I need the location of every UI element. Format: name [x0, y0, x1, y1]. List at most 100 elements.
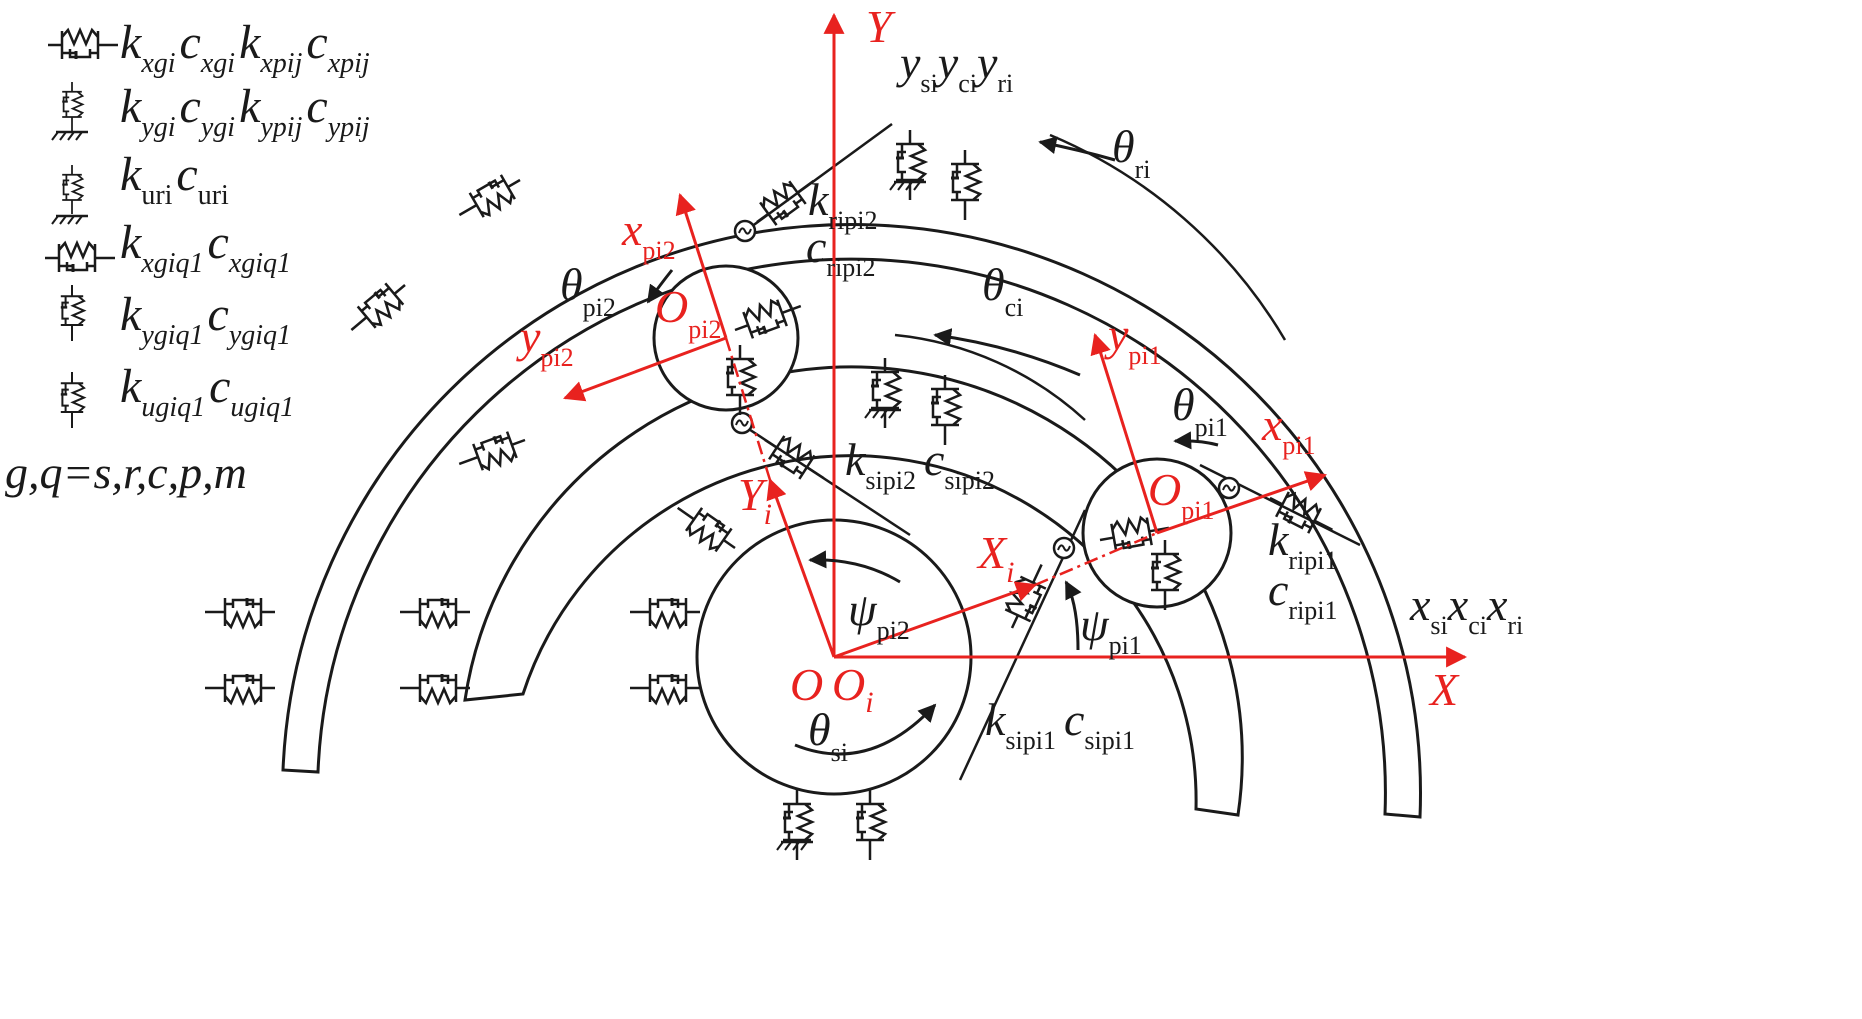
legend-row-2-part-5: k: [239, 80, 262, 133]
planet2-y-label: ypi2: [516, 311, 574, 372]
legend-row-5-part-2: ygiq1: [138, 320, 203, 351]
local-yi-axis: [766, 478, 836, 658]
planet2-x-label: xpi2: [621, 204, 676, 265]
origin-i-label: Oi: [832, 659, 874, 719]
planet1-x-label: xpi1: [1261, 399, 1316, 460]
planet2-k-ring-label: kripi2: [808, 174, 878, 235]
carrier-track-arc: [894, 333, 1086, 421]
ring-support-spring-upperleft-icon: [340, 272, 417, 343]
legend-row-1: kxgicxgikxpijcxpij: [120, 16, 370, 79]
legend-row-4-part-3: c: [208, 216, 229, 269]
legend-row-6-part-1: k: [120, 360, 143, 413]
sun-support-spring-1-icon: [667, 494, 745, 562]
ring-support-spring-left2-icon: [203, 672, 277, 705]
legend-row-6-part-3: c: [209, 360, 230, 413]
legend-row-4-part-2: xgiq1: [140, 248, 203, 279]
legend-row-6-part-2: ugiq1: [141, 392, 205, 423]
ring-rotation-arrow: [1038, 136, 1116, 162]
carrier-arm-to-planet1: [1034, 531, 1158, 587]
sun-support-spring-3-icon: [628, 672, 702, 705]
legend-row-1-part-1: k: [120, 16, 143, 69]
ring-theta-label: θri: [1112, 121, 1151, 184]
carrier-support-spring-2-icon: [398, 596, 472, 629]
legend-row-2-part-1: k: [120, 80, 143, 133]
legend-row-1-part-8: xpij: [327, 48, 370, 79]
sun-support-spring-2-icon: [628, 596, 702, 629]
legend-row-1-part-6: xpij: [259, 48, 302, 79]
legend-note: g,q=s,r,c,p,m: [5, 447, 247, 498]
planet1-c-ring-label: cripi1: [1268, 564, 1338, 625]
legend-row-5-part-1: k: [120, 288, 143, 341]
ground-hatch-3-icon: [775, 840, 815, 852]
legend-row-1-part-4: xgi: [200, 48, 235, 79]
planet2-c-ring-label: cripi2: [806, 221, 876, 282]
planet2-x-axis: [675, 193, 728, 339]
carrier-support-spring-1-icon: [452, 425, 532, 480]
legend: kxgicxgikxpijcxpijkygicygikypijcypijkuri…: [120, 16, 370, 423]
legend-row-5: kygiq1cygiq1: [120, 288, 291, 351]
legend-ground-3-icon: [50, 214, 90, 226]
planet2-y-axis: [563, 336, 727, 402]
planet1-theta-label: θpi1: [1172, 379, 1228, 442]
ring-vertical-spring-2-icon: [949, 148, 982, 222]
global-x-label: X: [1428, 664, 1460, 715]
legend-icon-4: [43, 241, 117, 274]
legend-row-2-part-6: ypij: [257, 112, 302, 143]
carrier-body: [463, 365, 1244, 817]
legend-row-6-part-4: ugiq1: [230, 392, 294, 423]
legend-row-3-part-4: uri: [198, 180, 229, 211]
sun-vertical-spring-1-icon: [781, 788, 814, 862]
carrier-support-spring-3-icon: [398, 672, 472, 705]
legend-icon-3: [61, 163, 84, 216]
planet1-k-ring-label: kripi1: [1268, 514, 1338, 575]
theta-p2-arrow: [646, 269, 674, 304]
carrier-theta-label: θci: [982, 259, 1023, 322]
local-yi-label: Yi: [738, 469, 772, 531]
top-coords-label: ysiyciyri: [896, 37, 1013, 98]
ring-support-spring-left1-icon: [203, 596, 277, 629]
ring-gear-body: [281, 223, 1422, 819]
legend-row-4: kxgiq1cxgiq1: [120, 216, 291, 279]
legend-row-2-part-7: c: [306, 80, 327, 133]
theta-p1-arrow: [1173, 431, 1219, 450]
legend-row-5-part-3: c: [208, 288, 229, 341]
mesh-hinge-sun-planet1-icon: [1052, 536, 1076, 560]
legend-row-2-part-8: ypij: [325, 112, 370, 143]
legend-ground-2-icon: [50, 130, 90, 142]
legend-icon-5: [59, 283, 86, 343]
legend-row-1-part-7: c: [306, 16, 327, 69]
carrier-arm-to-planet2: [724, 337, 772, 481]
planet2-psi-label: ψpi2: [848, 584, 910, 645]
ground-hatch-1-icon: [888, 180, 928, 192]
legend-row-3-part-2: uri: [141, 180, 172, 211]
planet2-origin-label: Opi2: [655, 281, 721, 344]
sun-rotation-arrow: [794, 703, 937, 756]
legend-row-5-part-4: ygiq1: [226, 320, 291, 351]
psi-p2-arrow: [808, 550, 901, 584]
mesh-hinge-ring-planet2-icon: [733, 219, 757, 243]
legend-row-3: kuricuri: [120, 148, 229, 211]
legend-icon-6: [59, 370, 86, 430]
legend-row-2-part-2: ygi: [138, 112, 175, 143]
legend-row-3-part-3: c: [176, 148, 197, 201]
global-y-label: Y: [866, 1, 896, 52]
legend-row-6: kugiq1cugiq1: [120, 360, 294, 423]
origin-label: O: [790, 659, 823, 710]
legend-row-2-part-3: c: [180, 80, 201, 133]
ring-vertical-spring-1-icon: [894, 128, 927, 202]
planet1-y-axis: [1090, 332, 1159, 534]
ring-support-spring-top-icon: [450, 166, 529, 230]
legend-icon-2: [61, 80, 84, 133]
planet2-theta-label: θpi2: [560, 259, 616, 322]
legend-row-4-part-4: xgiq1: [228, 248, 291, 279]
legend-row-3-part-1: k: [120, 148, 143, 201]
legend-icon-1: [46, 28, 120, 61]
legend-row-1-part-3: c: [180, 16, 201, 69]
legend-row-1-part-2: xgi: [140, 48, 175, 79]
legend-row-2-part-4: ygi: [198, 112, 235, 143]
planet1-x-axis: [1156, 471, 1327, 535]
planet1-psi-label: ψpi1: [1080, 599, 1142, 660]
